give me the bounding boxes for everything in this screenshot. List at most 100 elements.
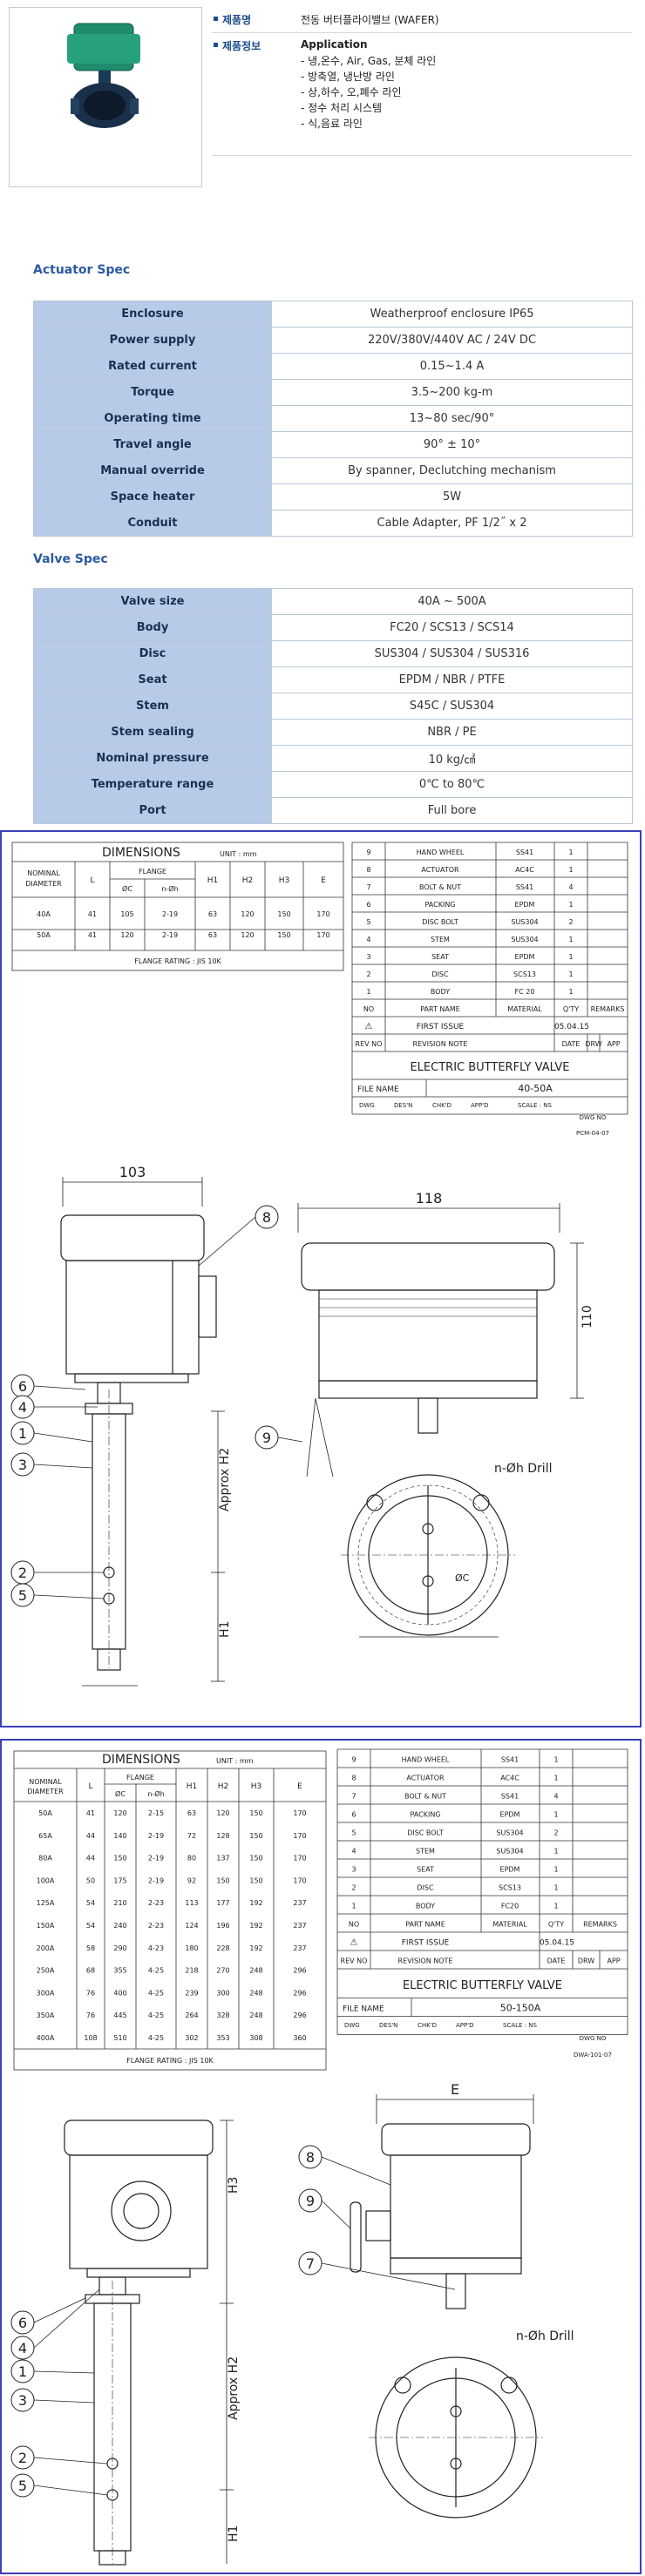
title-field-appd: APP'D [456, 2022, 474, 2029]
spec-value: By spanner, Declutching mechanism [271, 457, 633, 484]
dim-cell: 63 [208, 931, 217, 939]
spec-key: Body [33, 614, 272, 641]
application-item: - 상,하수, 오,폐수 라인 [301, 86, 402, 98]
dim-cell: 170 [293, 1876, 306, 1884]
dim-cell: 150 [249, 1809, 262, 1817]
label-h3: H3 [227, 2177, 241, 2194]
col-flange: FLANGE [126, 1774, 154, 1782]
spec-value: 0.15~1.4 A [271, 353, 633, 380]
part-qty: 1 [568, 953, 573, 961]
dim-cell: 360 [293, 2034, 306, 2042]
part-material: FC20 [501, 1903, 519, 1910]
product-photo-frame [9, 7, 202, 187]
callout-9: 9 [306, 2193, 315, 2209]
col-nominal-1: NOMINAL [27, 869, 60, 877]
col-nh: n-Øh [147, 1789, 164, 1798]
part-name: DISC BOLT [407, 1829, 444, 1837]
spec-value: EPDM / NBR / PTFE [271, 666, 633, 693]
hdr-material: MATERIAL [492, 1921, 527, 1929]
spec-value: 0℃ to 80℃ [271, 771, 633, 798]
side-view [64, 2120, 234, 2566]
callout-2: 2 [18, 1565, 27, 1581]
col-H2: H2 [242, 876, 254, 885]
spec-value: Weatherproof enclosure IP65 [271, 301, 633, 328]
dim-cell: 80 [187, 1855, 196, 1863]
file-name-label: FILE NAME [343, 2005, 384, 2013]
callout-4: 4 [18, 2340, 27, 2356]
drawing-title: ELECTRIC BUTTERFLY VALVE [403, 1979, 562, 1992]
dim-cell: 63 [187, 1809, 196, 1817]
label-h1: H1 [227, 2525, 241, 2542]
label-drill: n-Øh Drill [516, 2329, 574, 2343]
callout-leader [321, 2156, 391, 2186]
dim-cell: 100A [37, 1876, 55, 1884]
dim-cell: 308 [249, 2034, 262, 2042]
spec-value: FC20 / SCS13 / SCS14 [271, 614, 633, 641]
callout-2: 2 [18, 2450, 27, 2466]
spec-key: Manual override [33, 457, 272, 484]
file-name-label: FILE NAME [357, 1085, 399, 1094]
callout-5: 5 [18, 2478, 27, 2494]
spec-key: Enclosure [33, 301, 272, 328]
part-qty: 1 [553, 1884, 558, 1892]
hdr-no: NO [349, 1921, 359, 1929]
dim-cell: 54 [86, 1899, 95, 1907]
part-qty: 1 [568, 901, 573, 909]
spec-key: Valve size [33, 588, 272, 615]
hdr-part: PART NAME [405, 1921, 445, 1929]
callout-6: 6 [18, 2315, 27, 2331]
title-field-chk: CHK'D [432, 1102, 452, 1109]
dim-cell: 128 [216, 1832, 229, 1840]
dim-cell: 200A [37, 1944, 55, 1952]
actuator-spec-title: Actuator Spec [33, 263, 131, 277]
callout-leader [33, 1464, 93, 1469]
col-H1: H1 [207, 876, 219, 885]
callout-leader [33, 2370, 95, 2374]
product-info: 제품명 전동 버터플라이밸브 (WAFER) 제품정보 Application … [212, 7, 632, 156]
callout-1: 1 [18, 2363, 27, 2380]
spec-value: 40A ~ 500A [271, 588, 633, 615]
dim-cell: 120 [113, 1809, 126, 1817]
first-issue: FIRST ISSUE [402, 1939, 450, 1948]
part-no: 2 [366, 970, 370, 978]
spec-key: Travel angle [33, 431, 272, 458]
dim-cell: 302 [185, 2034, 198, 2042]
dim-cell: 50 [86, 1876, 95, 1884]
rev-no: REV NO [356, 1040, 383, 1048]
col-pc: ØC [115, 1789, 126, 1798]
dim-cell: 296 [293, 1989, 306, 1997]
col-nominal-2: DIAMETER [27, 1788, 64, 1795]
dim-cell: 2-19 [162, 910, 178, 918]
application-item: - 냉,온수, Air, Gas, 분체 라인 [301, 55, 437, 67]
dim-cell: 50A [38, 1809, 52, 1817]
dim-cell: 68 [86, 1967, 95, 1975]
dwg-no-label: DWG NO [580, 1114, 607, 1121]
dim-cell: 120 [216, 1809, 229, 1817]
title-field-des: DES'N [379, 2022, 397, 2029]
part-no: 4 [351, 1848, 356, 1856]
part-qty: 1 [553, 1811, 558, 1819]
dim-cell: 113 [185, 1899, 198, 1907]
part-no: 3 [366, 953, 370, 961]
part-name: HAND WHEEL [417, 849, 465, 856]
dwg-no-label: DWG NO [580, 2035, 607, 2042]
callout-leader [321, 2200, 351, 2229]
flange-note: FLANGE RATING : JIS 10K [134, 957, 221, 965]
callout-leader [33, 2485, 108, 2496]
dim-cell: 296 [293, 1967, 306, 1975]
product-photo [67, 23, 140, 128]
dim-cell: 270 [216, 1967, 229, 1975]
spec-value: 5W [271, 483, 633, 510]
dim-cell: 150 [249, 1832, 262, 1840]
dim-title: DIMENSIONS [102, 846, 180, 860]
part-name: PACKING [424, 901, 455, 909]
callout-5: 5 [18, 1587, 27, 1604]
dim-cell: 92 [187, 1876, 196, 1884]
application-item: - 식,음료 라인 [301, 118, 363, 130]
spec-key: Nominal pressure [33, 745, 272, 772]
